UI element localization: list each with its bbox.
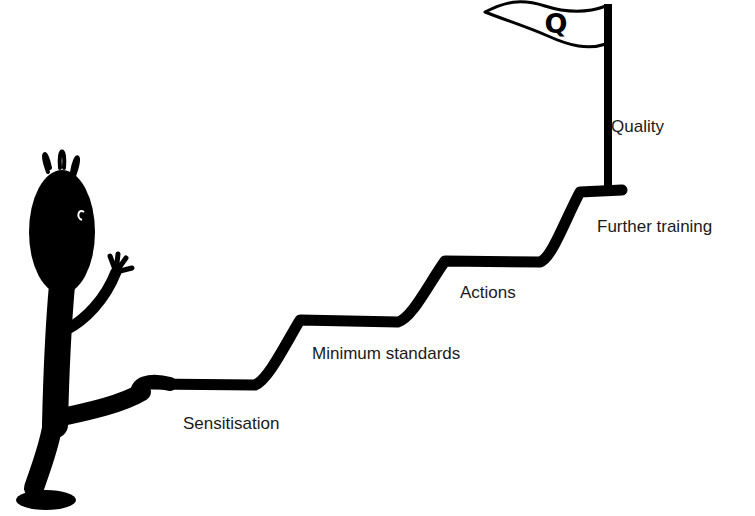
- flag-pole: [604, 4, 612, 192]
- staircase: [150, 190, 622, 385]
- goal-label: Quality: [611, 117, 664, 137]
- step-label: Further training: [597, 217, 712, 237]
- step-label: Actions: [460, 283, 516, 303]
- stick-figure: [16, 152, 170, 511]
- step-label: Minimum standards: [312, 344, 460, 364]
- step-label: Sensitisation: [183, 414, 279, 434]
- flag-letter: Q: [532, 8, 580, 40]
- flag: [485, 2, 606, 47]
